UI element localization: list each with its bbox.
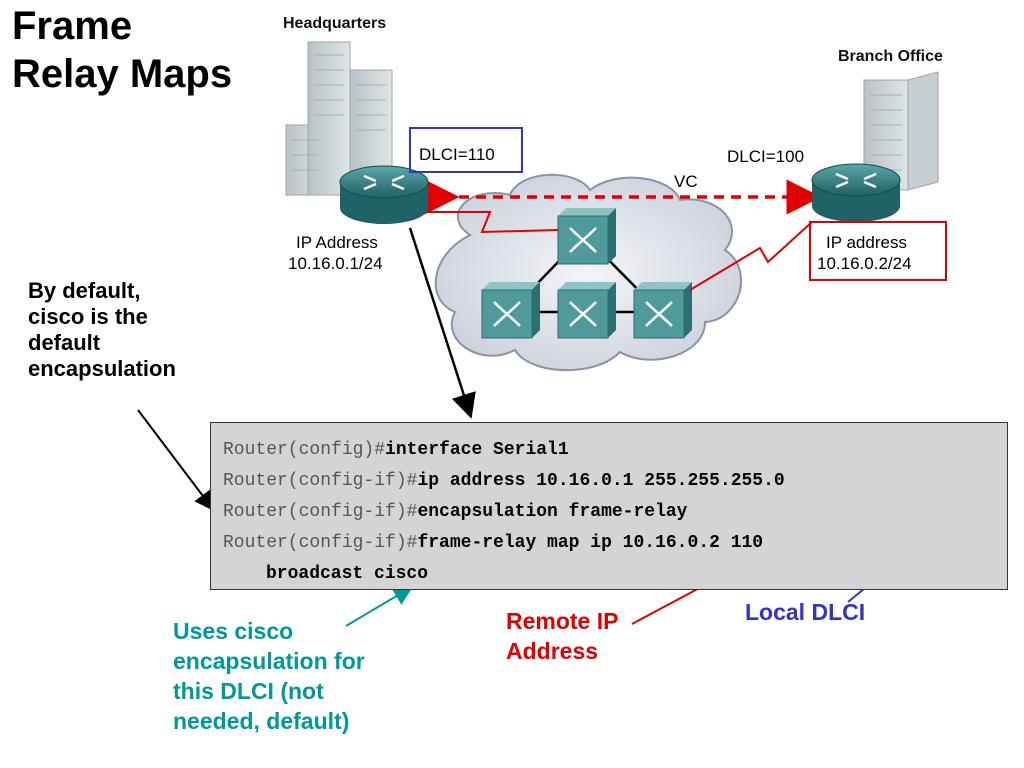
note-line: Address <box>506 638 599 664</box>
note-line: By default, <box>28 278 141 303</box>
branch-ip-box <box>809 221 947 281</box>
access-link-branch <box>689 221 813 291</box>
remote-ip-value: 10.16.0.2 <box>622 533 720 553</box>
branch-office-label: Branch Office <box>838 48 943 65</box>
note-line: this DLCI (not <box>173 678 324 704</box>
prompt: Router(config)# <box>223 440 386 460</box>
local-dlci-note: Local DLCI <box>745 599 866 625</box>
note-line: needed, default) <box>173 708 350 734</box>
default-encap-arrow <box>137 409 215 512</box>
note-line: Uses cisco <box>173 618 294 644</box>
console-line: Router(config-if)#ip address 10.16.0.1 2… <box>223 466 1007 497</box>
note-line: encapsulation for <box>173 648 365 674</box>
note-line: cisco is the <box>28 304 148 329</box>
vc-label: VC <box>674 172 698 191</box>
note-line: default <box>28 330 101 355</box>
hq-ip-label: IP Address <box>296 233 378 252</box>
branch-ip-label: IP address <box>826 233 907 252</box>
headquarters-label: Headquarters <box>283 15 387 32</box>
command: ip address 10.16.0.1 255.255.255.0 <box>417 471 785 491</box>
dlci-branch-label: DLCI=100 <box>727 147 805 166</box>
frame-relay-switch-icon <box>481 282 540 339</box>
command: interface Serial1 <box>385 440 569 460</box>
dlci-hq-box <box>409 127 523 173</box>
encapsulation-keyword: cisco <box>374 564 429 584</box>
prompt: Router(config-if)# <box>223 533 418 553</box>
cisco-encap-note: Uses cisco encapsulation for this DLCI (… <box>173 616 365 736</box>
command: broadcast <box>266 564 375 584</box>
note-line: Remote IP <box>506 608 619 634</box>
frame-relay-cloud <box>434 173 742 372</box>
branch-ip-value: 10.16.0.2/24 <box>817 254 912 273</box>
note-line: encapsulation <box>28 356 176 381</box>
hq-router-icon <box>339 165 429 224</box>
cisco-note-arrow <box>345 585 414 627</box>
branch-router-icon <box>811 163 901 222</box>
console-line: broadcast cisco <box>223 559 1007 590</box>
command: frame-relay map ip <box>417 533 623 553</box>
router-to-console-arrow <box>408 227 476 419</box>
dlci-hq-label: DLCI=110 <box>419 145 495 164</box>
title-line-1: Frame <box>12 4 133 48</box>
remote-ip-note: Remote IP Address <box>506 606 618 666</box>
default-encapsulation-note: By default, cisco is the default encapsu… <box>28 278 228 382</box>
slide-title: Frame Relay Maps <box>12 2 232 98</box>
command: encapsulation frame-relay <box>417 502 688 522</box>
frame-relay-switch-icon <box>557 282 616 339</box>
prompt: Router(config-if)# <box>223 471 418 491</box>
console-line: Router(config)#interface Serial1 <box>223 435 1007 466</box>
console-line: Router(config-if)#encapsulation frame-re… <box>223 497 1007 528</box>
prompt: Router(config-if)# <box>223 502 418 522</box>
frame-relay-switch-icon <box>557 208 616 265</box>
hq-ip-value: 10.16.0.1/24 <box>288 254 383 273</box>
router-config-console: Router(config)#interface Serial1 Router(… <box>210 422 1008 590</box>
frame-relay-switch-icon <box>633 282 692 339</box>
local-dlci-value: 110 <box>730 533 764 553</box>
console-line: Router(config-if)#frame-relay map ip 10.… <box>223 528 1007 559</box>
title-line-2: Relay Maps <box>12 52 233 96</box>
